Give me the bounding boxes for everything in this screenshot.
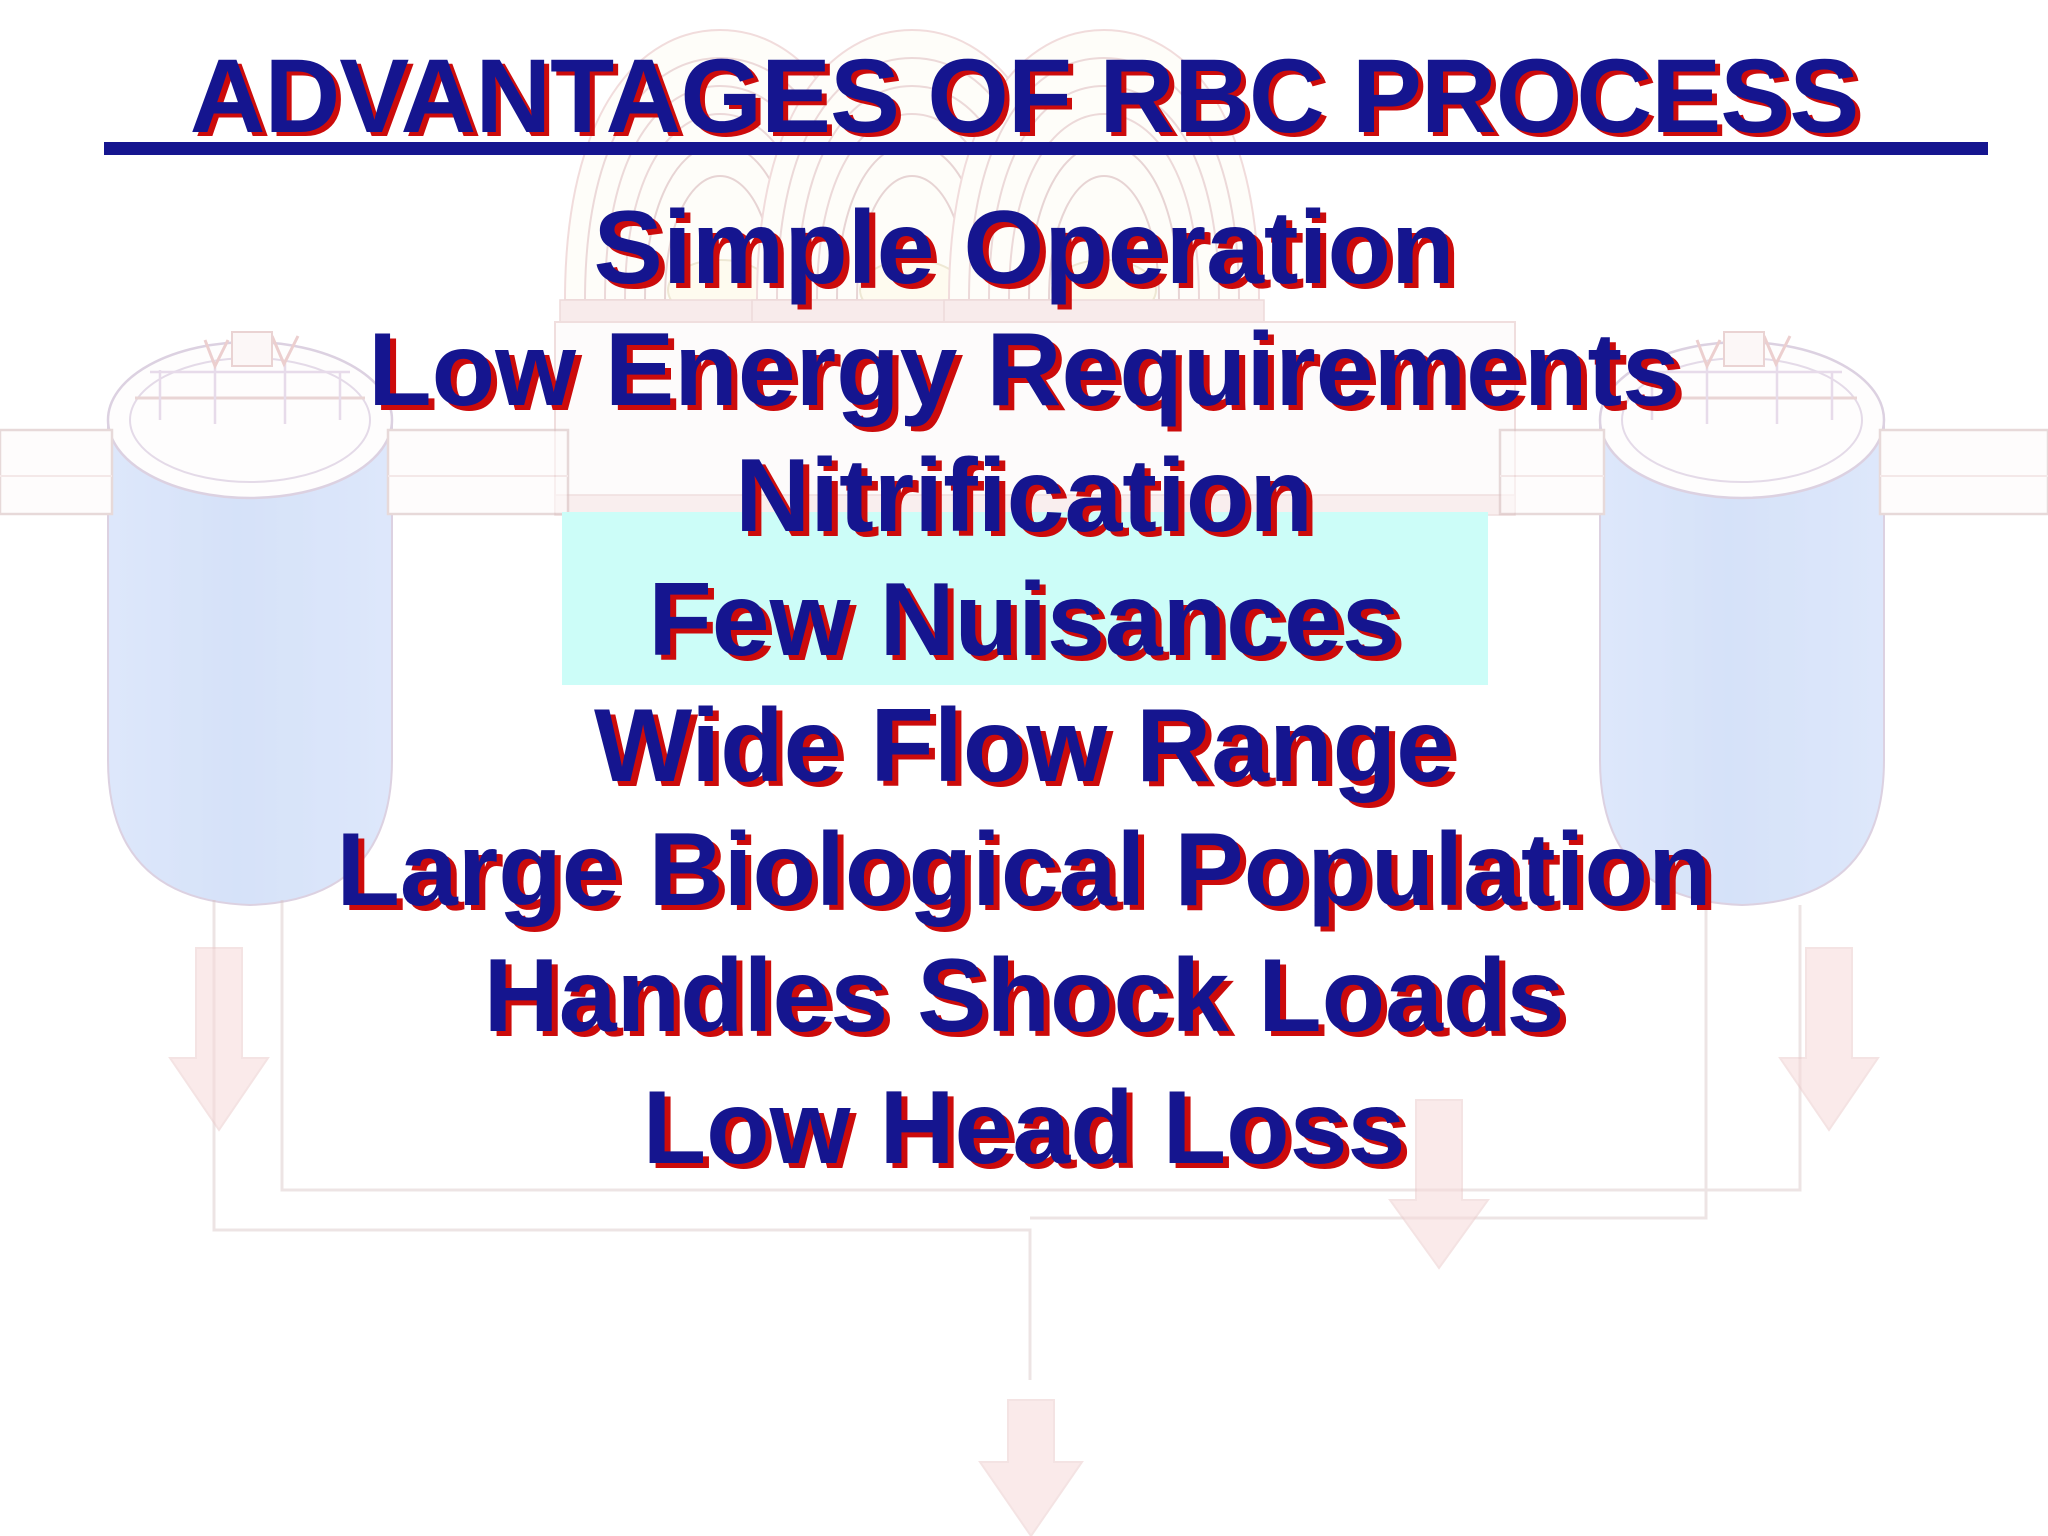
title-underline-rule bbox=[104, 142, 1988, 155]
list-item-few-nuisances: Few Nuisances bbox=[648, 562, 1400, 678]
list-item-wide-flow-range: Wide Flow Range bbox=[594, 688, 1454, 804]
list-item-low-energy-requirements: Low Energy Requirements bbox=[368, 312, 1680, 428]
page-title: ADVANTAGES OF RBC PROCESS bbox=[189, 38, 1860, 155]
list-item-handles-shock-loads: Handles Shock Loads bbox=[483, 938, 1565, 1054]
list-item-nitrification: Nitrification bbox=[735, 438, 1313, 554]
advantages-list: Simple Operation Low Energy Requirements… bbox=[0, 186, 2048, 1180]
list-item-low-head-loss: Low Head Loss bbox=[642, 1070, 1406, 1186]
nitrification-highlight-band bbox=[562, 512, 1488, 685]
list-item-large-biological-population: Large Biological Population bbox=[336, 812, 1712, 928]
list-item-simple-operation: Simple Operation bbox=[593, 190, 1455, 306]
